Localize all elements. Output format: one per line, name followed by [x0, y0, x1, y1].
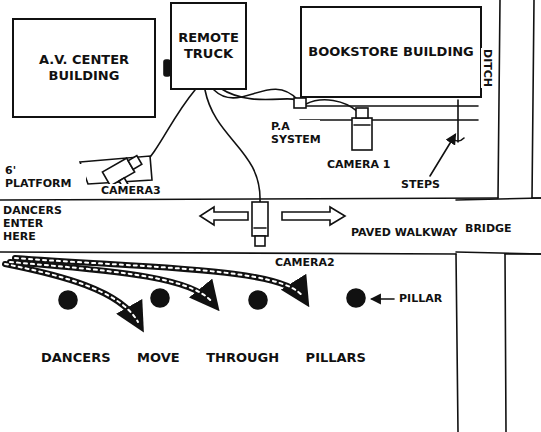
pa-speaker: [294, 98, 306, 108]
pillar: [59, 291, 77, 309]
pa-label: P.A SYSTEM: [270, 120, 320, 146]
bridge-label: BRIDGE: [464, 222, 513, 235]
building-name: A.V. CENTER BUILDING: [14, 48, 154, 89]
leader-arrow: [372, 298, 394, 300]
camera-label: CAMERA3: [100, 184, 162, 197]
pillar-label: PILLAR: [398, 292, 443, 305]
ditch-label: DITCH: [481, 48, 494, 88]
direction-arrow: [282, 207, 345, 225]
building-box: A.V. CENTER BUILDING: [12, 18, 156, 118]
entry-label: DANCERS ENTER HERE: [2, 204, 66, 244]
pillar: [347, 289, 365, 307]
camera-label: CAMERA 1: [326, 158, 392, 171]
ditch-bank: [456, 254, 506, 432]
platform-label: 6' PLATFORM: [4, 164, 86, 190]
pillar: [151, 289, 169, 307]
camera-symbol: [352, 108, 372, 150]
cable: [306, 100, 358, 112]
dancer-path: [5, 258, 303, 322]
steps-label: STEPS: [400, 178, 441, 191]
building-box: BOOKSTORE BUILDING: [300, 6, 482, 98]
cable: [205, 90, 260, 202]
pillar: [249, 291, 267, 309]
direction-arrow: [200, 207, 248, 225]
ditch-bank: [498, 0, 534, 198]
camera-label: CAMERA2: [274, 256, 336, 269]
truck-box: REMOTE TRUCK: [170, 2, 247, 90]
leader-arrow: [430, 135, 455, 176]
camera-symbol: [252, 202, 268, 246]
walkway-label: PAVED WALKWAY: [350, 226, 459, 239]
caption-note: DANCERS MOVE THROUGH PILLARS: [40, 350, 367, 366]
building-name: BOOKSTORE BUILDING: [304, 40, 478, 64]
building-name: REMOTE TRUCK: [172, 26, 245, 67]
bridge-rail: [456, 198, 541, 254]
steps: [300, 100, 478, 142]
